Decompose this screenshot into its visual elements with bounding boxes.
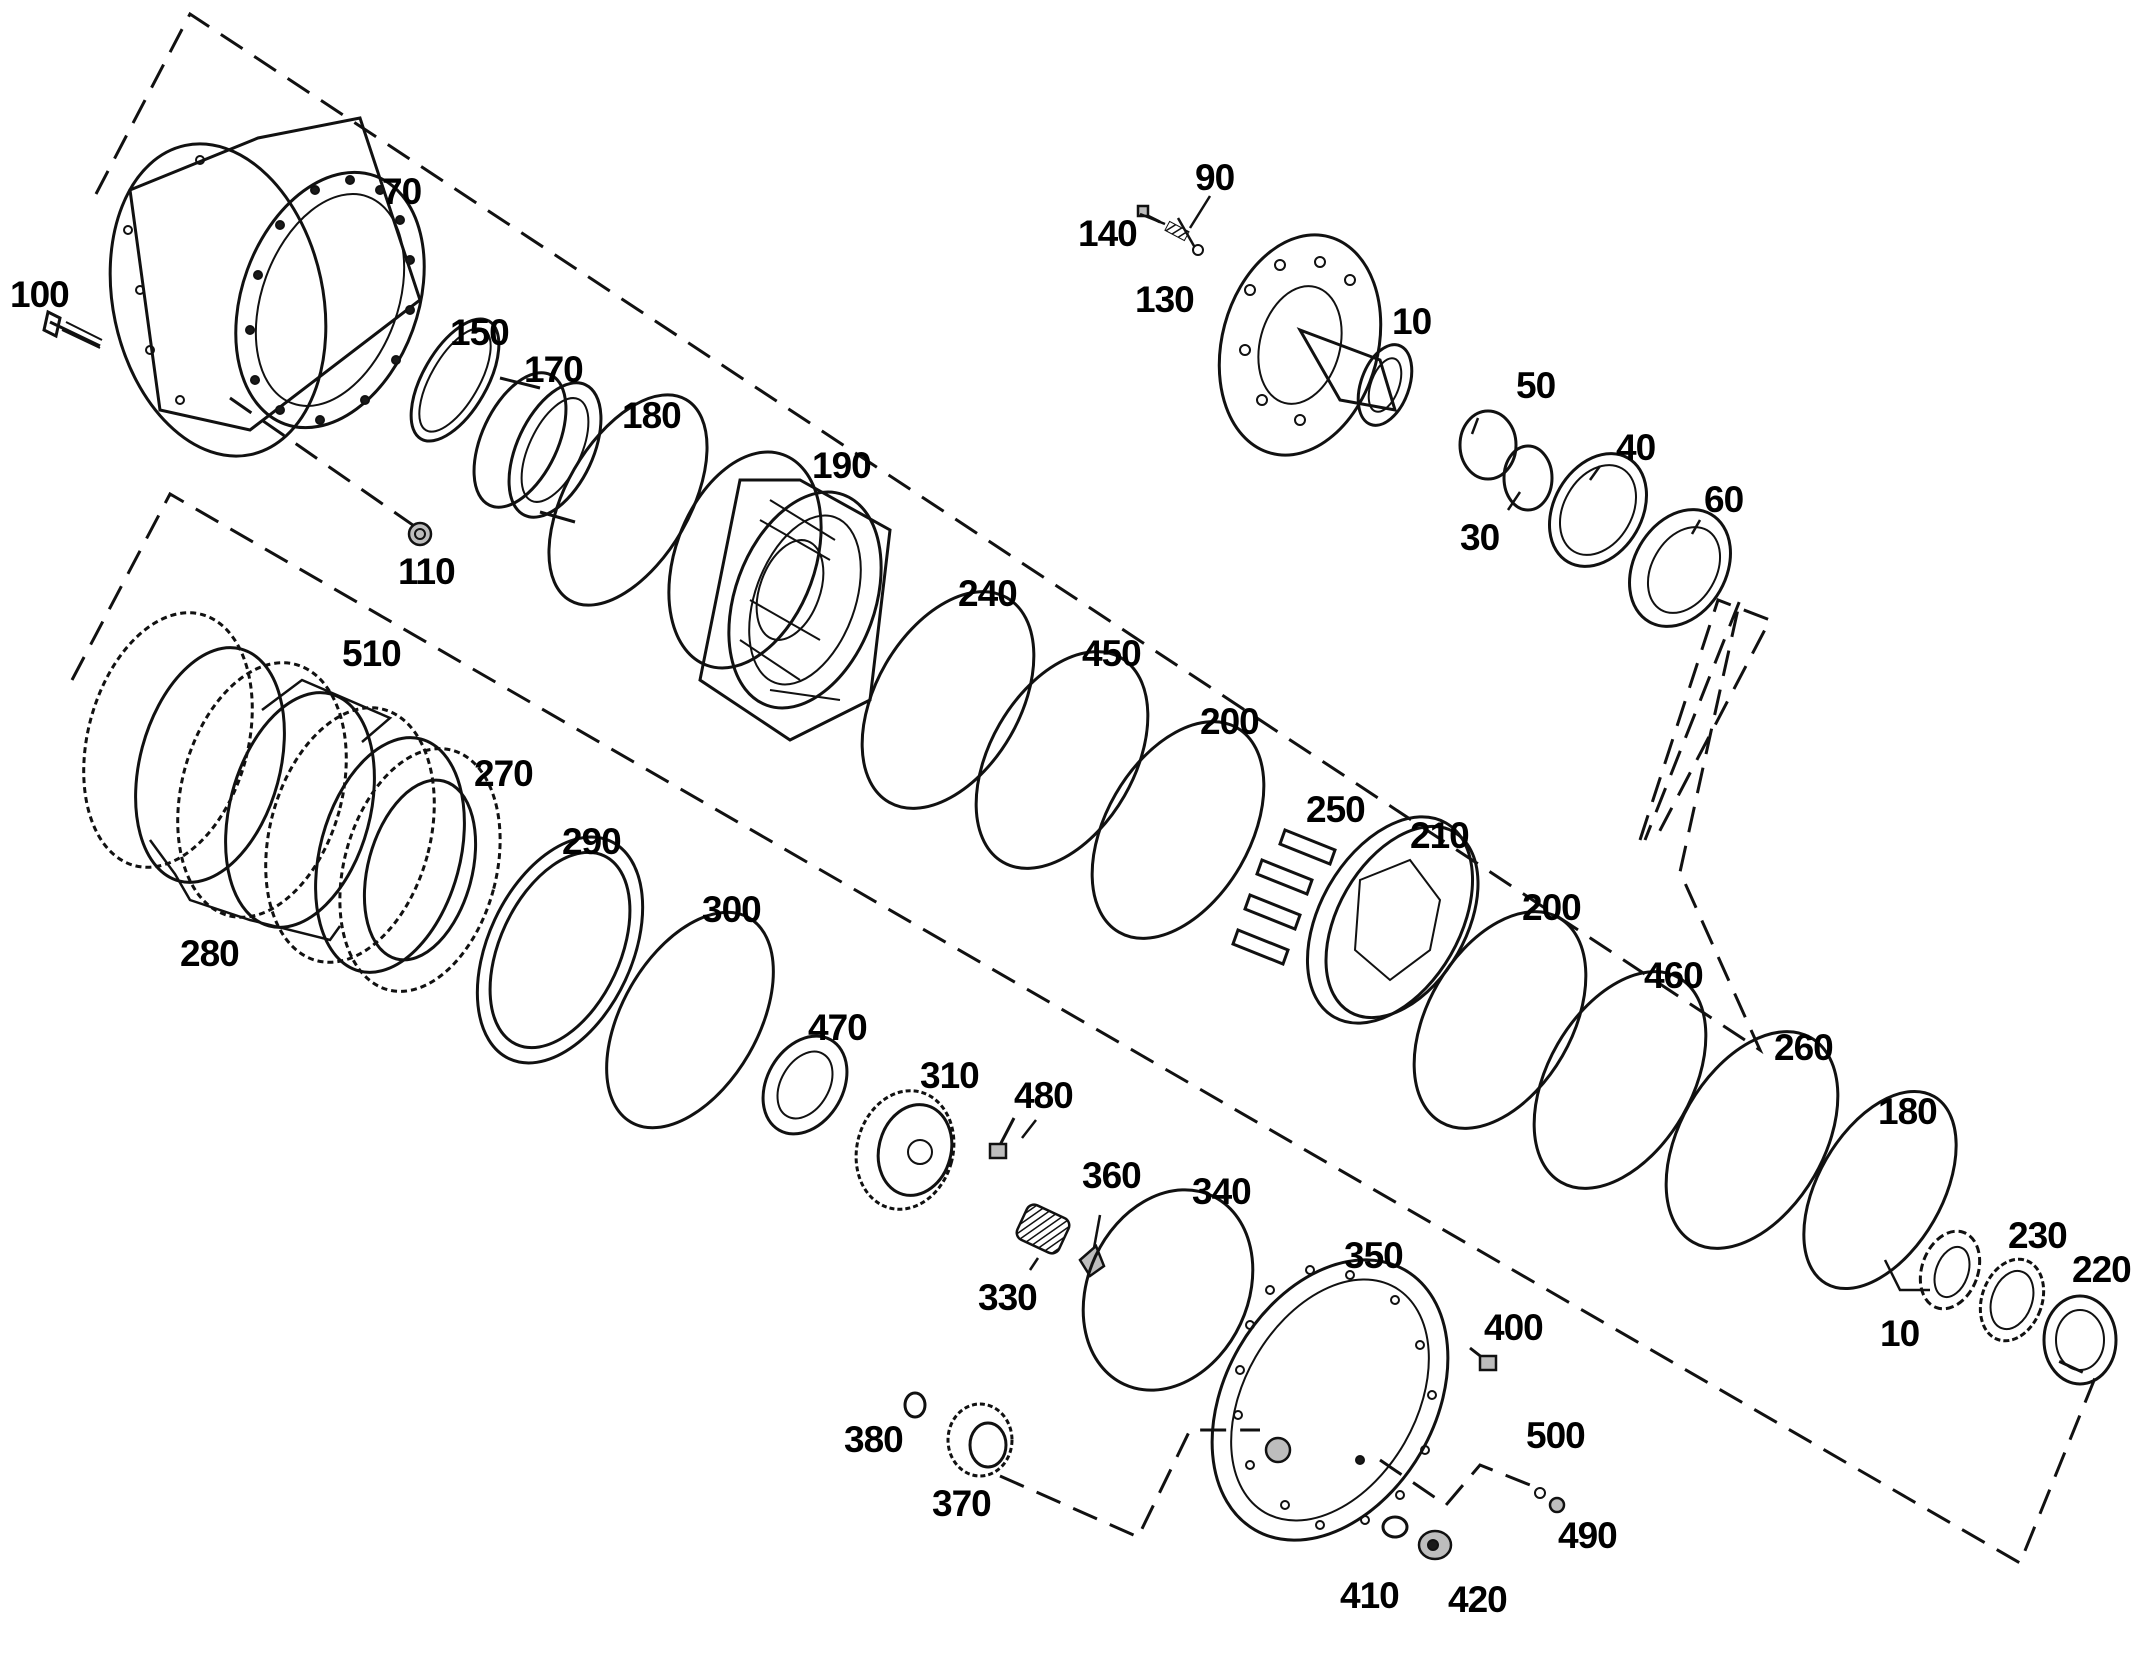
label-270: 270 xyxy=(474,753,533,794)
label-70: 70 xyxy=(382,171,422,212)
bracket-280 xyxy=(148,839,342,942)
bolt-part-100 xyxy=(42,309,103,349)
label-380: 380 xyxy=(844,1419,903,1460)
label-330: 330 xyxy=(978,1277,1037,1318)
label-140: 140 xyxy=(1078,213,1137,254)
label-470: 470 xyxy=(808,1007,867,1048)
label-400: 400 xyxy=(1484,1307,1543,1348)
o-ring-part-450 xyxy=(974,650,1150,870)
clutch-discs-part-280-510 xyxy=(82,611,502,993)
label-30: 30 xyxy=(1460,517,1500,558)
pin-part-330 xyxy=(1015,1203,1071,1255)
o-ring-part-240 xyxy=(860,590,1036,810)
lock-washer-part-230 xyxy=(1978,1257,2046,1343)
label-180-upper: 180 xyxy=(622,395,681,436)
plug-part-490 xyxy=(1548,1496,1566,1514)
upper-dashed-lower-edge xyxy=(1638,598,1773,841)
label-310: 310 xyxy=(920,1055,979,1096)
label-40: 40 xyxy=(1616,427,1656,468)
label-240: 240 xyxy=(958,573,1017,614)
lower-dashed-boundary xyxy=(70,491,2097,1566)
upper-dashed-boundary xyxy=(94,11,1764,1055)
label-290: 290 xyxy=(562,821,621,862)
bottom-dashed-step xyxy=(999,1428,1260,1539)
ring-part-150 xyxy=(409,317,501,443)
spring-part-90 xyxy=(1164,220,1190,242)
plug-part-420 xyxy=(1417,1529,1453,1561)
label-370: 370 xyxy=(932,1483,991,1524)
label-360: 360 xyxy=(1082,1155,1141,1196)
part-labels: 70 100 150 170 180 110 190 90 140 130 10… xyxy=(10,157,2132,1620)
label-50: 50 xyxy=(1516,365,1556,406)
label-260: 260 xyxy=(1774,1027,1833,1068)
ring-part-380 xyxy=(903,1391,927,1419)
o-ring-part-50 xyxy=(1458,409,1518,481)
label-250: 250 xyxy=(1306,789,1365,830)
o-ring-part-340 xyxy=(1081,1188,1255,1392)
label-420: 420 xyxy=(1448,1579,1507,1620)
piston-part-210 xyxy=(1305,815,1480,1025)
label-410: 410 xyxy=(1340,1575,1399,1616)
o-ring-part-30 xyxy=(1502,444,1554,512)
label-200-upper: 200 xyxy=(1200,701,1259,742)
label-100: 100 xyxy=(10,274,69,315)
o-ring-part-200-lower xyxy=(1412,910,1588,1130)
label-300: 300 xyxy=(702,889,761,930)
leader-lines xyxy=(1021,195,1930,1292)
bolt-part-480 xyxy=(988,1117,1016,1160)
nut-part-110 xyxy=(407,521,433,547)
housing-to-nut-line xyxy=(229,396,421,532)
nut-part-10-lower xyxy=(1918,1229,1982,1311)
label-350: 350 xyxy=(1344,1235,1403,1276)
bolt-part-400 xyxy=(1469,1346,1498,1372)
disc-part-290 xyxy=(475,835,645,1065)
label-500: 500 xyxy=(1526,1415,1585,1456)
assembly-guide-lines xyxy=(70,11,2097,1566)
label-90: 90 xyxy=(1195,157,1235,198)
label-230: 230 xyxy=(2008,1215,2067,1256)
ring-part-500 xyxy=(1534,1487,1546,1499)
o-ring-part-260 xyxy=(1664,1030,1840,1250)
label-510: 510 xyxy=(342,633,401,674)
ring-part-410 xyxy=(1381,1515,1409,1539)
label-110: 110 xyxy=(398,551,455,592)
label-200-lower: 200 xyxy=(1522,887,1581,928)
washer-part-220 xyxy=(2042,1294,2118,1386)
label-210: 210 xyxy=(1410,815,1469,856)
hub-part-10 xyxy=(1217,233,1414,457)
label-170: 170 xyxy=(524,349,583,390)
springs-part-250 xyxy=(1231,828,1337,966)
label-130: 130 xyxy=(1135,279,1194,320)
seal-part-60 xyxy=(1628,508,1732,628)
label-190: 190 xyxy=(812,445,871,486)
bracket-510 xyxy=(261,678,393,743)
label-460: 460 xyxy=(1644,955,1703,996)
carrier-part-470 xyxy=(761,1034,849,1136)
snap-ring-part-180-lower xyxy=(1802,1089,1958,1291)
cover-part-350 xyxy=(1210,1258,1450,1542)
label-490: 490 xyxy=(1558,1515,1617,1556)
label-280: 280 xyxy=(180,933,239,974)
snap-ring-part-300 xyxy=(605,910,775,1130)
label-10-lower: 10 xyxy=(1880,1313,1920,1354)
gear-part-310 xyxy=(854,1089,956,1211)
label-220: 220 xyxy=(2072,1249,2131,1290)
label-60: 60 xyxy=(1704,479,1744,520)
o-ring-part-200-upper xyxy=(1090,720,1266,940)
label-10-upper: 10 xyxy=(1392,301,1432,342)
housing-part-70 xyxy=(108,116,426,458)
gear-part-370 xyxy=(946,1402,1014,1478)
label-480: 480 xyxy=(1014,1075,1073,1116)
ball-part-130 xyxy=(1192,244,1204,256)
label-450: 450 xyxy=(1082,633,1141,674)
bearing-part-40 xyxy=(1548,452,1648,568)
label-180-lower: 180 xyxy=(1878,1091,1937,1132)
label-340: 340 xyxy=(1192,1171,1251,1212)
label-150: 150 xyxy=(450,312,509,353)
